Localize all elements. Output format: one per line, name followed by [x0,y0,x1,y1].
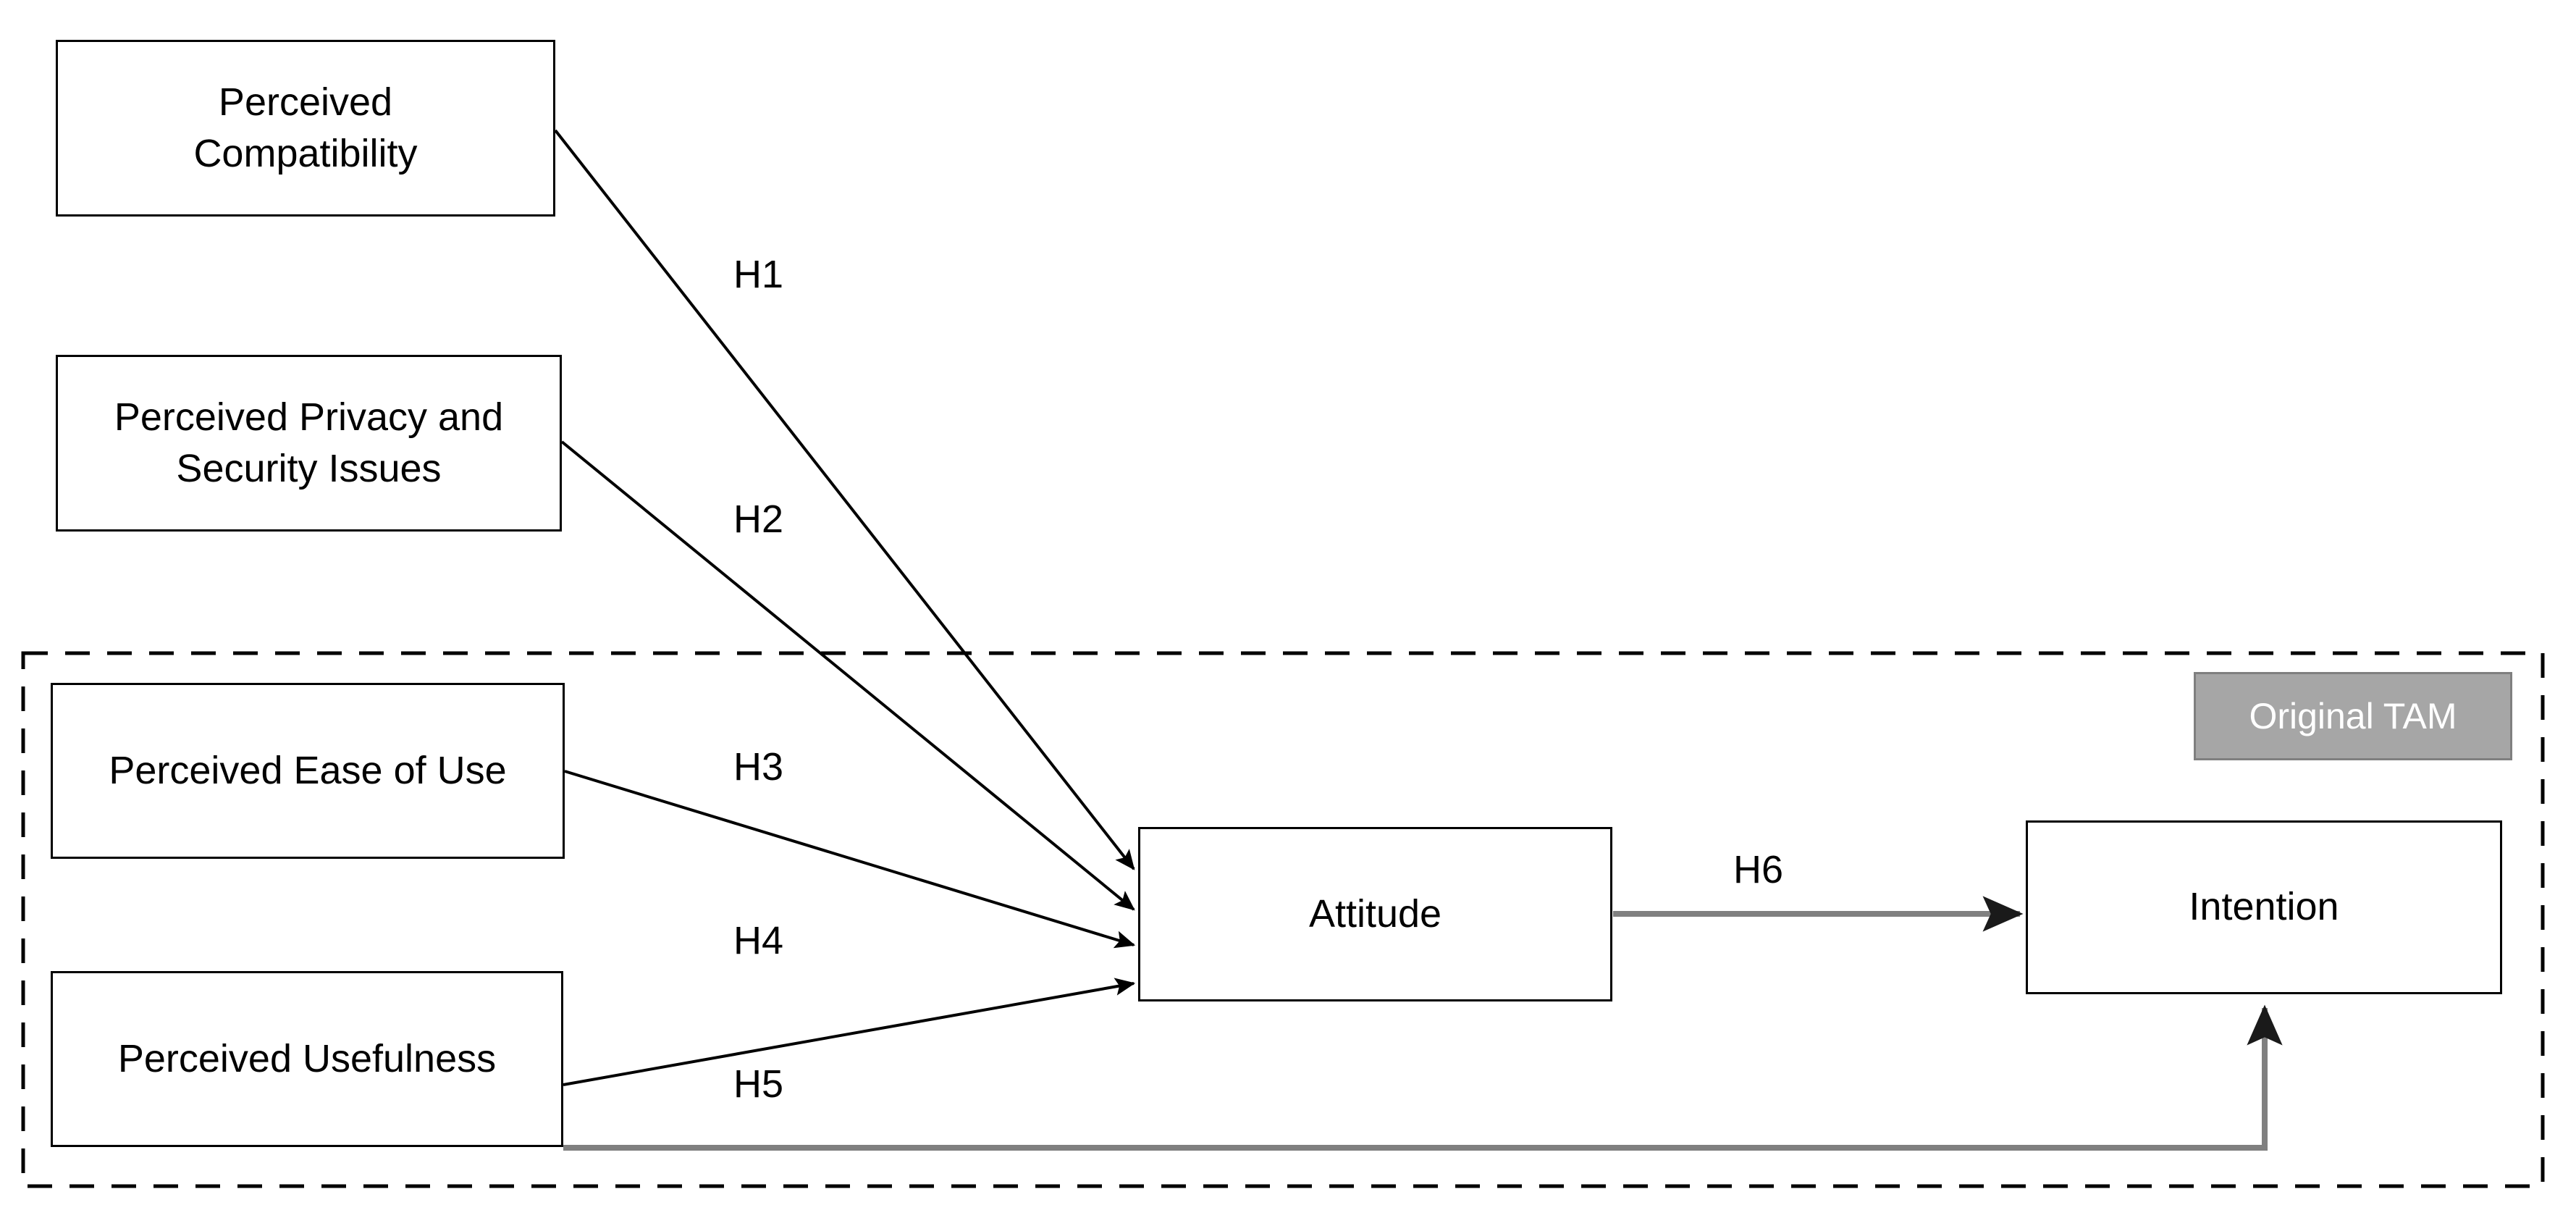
node-perceived-ease-of-use[interactable]: Perceived Ease of Use [51,683,565,859]
edge-label-h2: H2 [733,497,784,541]
edge-label-h5: H5 [733,1062,784,1106]
edge-label-h1: H1 [733,253,784,296]
edge-h2-line [560,440,1135,911]
edge-label-h3: H3 [733,745,784,789]
node-perceived-privacy-and-security-issues[interactable]: Perceived Privacy and Security Issues [56,355,562,532]
edge-label-h4: H4 [733,919,784,962]
edge-h3-line [564,770,1136,949]
node-perceived-usefulness[interactable]: Perceived Usefulness [51,971,563,1147]
edge-label-h6: H6 [1733,848,1784,891]
edge-h5-line [563,1004,2283,1151]
node-intention[interactable]: Intention [2026,820,2502,994]
node-attitude[interactable]: Attitude [1138,827,1612,1001]
edge-h1-line [554,129,1135,870]
original-tam-badge: Original TAM [2194,672,2512,760]
edge-h4-line [563,978,1136,1086]
node-perceived-compatibility[interactable]: Perceived Compatibility [56,40,555,217]
original-tam-group-border [21,651,2545,1188]
